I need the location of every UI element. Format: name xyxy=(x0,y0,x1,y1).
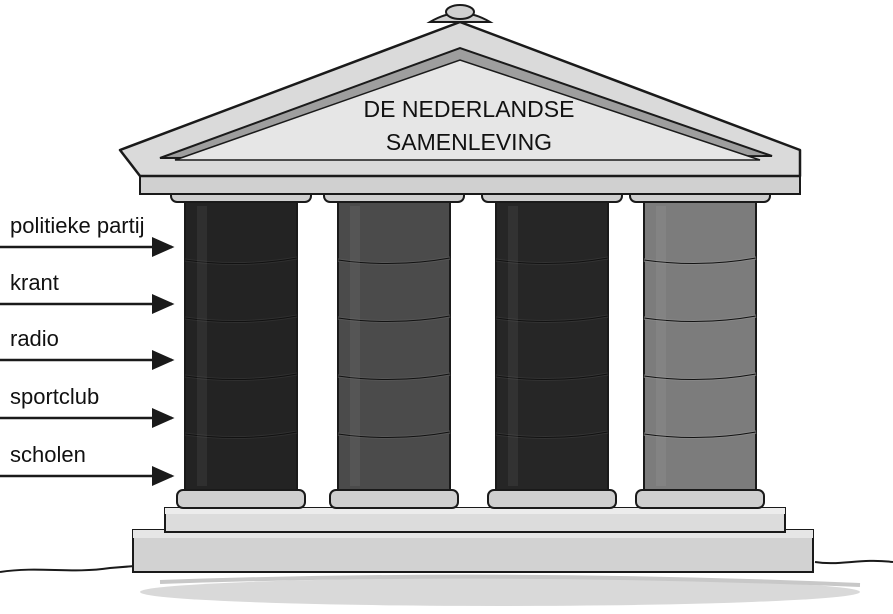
pediment-title-line-2: SAMENLEVING xyxy=(386,129,552,155)
pillar-3 xyxy=(481,183,623,509)
pillar-base xyxy=(176,489,306,509)
pillar-highlight xyxy=(656,206,666,486)
ground-shadow xyxy=(140,574,861,606)
label-text: sportclub xyxy=(10,384,99,409)
pillar-highlight xyxy=(197,206,207,486)
pillar-base xyxy=(329,489,459,509)
label-scholen: scholen xyxy=(0,442,175,486)
pillar-shaft xyxy=(495,201,609,495)
pillar-seam-line xyxy=(643,315,757,323)
pillar-seam-line xyxy=(495,315,609,323)
temple-base xyxy=(132,507,814,573)
pillar-seam-line xyxy=(184,431,298,439)
label-text: krant xyxy=(10,270,59,295)
label-text: radio xyxy=(10,326,59,351)
pillar-seam-line xyxy=(337,315,451,323)
pillar-seam-line xyxy=(643,373,757,381)
pillar-seam-line xyxy=(495,373,609,381)
pillar-seam-line xyxy=(337,257,451,265)
pillar-seam-line xyxy=(337,373,451,381)
pediment-title-line-1: DE NEDERLANDSE xyxy=(364,96,575,122)
pillar-1 xyxy=(170,183,312,509)
pillar-2 xyxy=(323,183,465,509)
pillar-seam-line xyxy=(184,315,298,323)
label-krant: krant xyxy=(0,270,175,314)
pillar-shaft xyxy=(337,201,451,495)
pillar-seam-line xyxy=(643,257,757,265)
pillar-base xyxy=(635,489,765,509)
pillar-highlight xyxy=(508,206,518,486)
pillar-shaft xyxy=(184,201,298,495)
label-politieke-partij: politieke partij xyxy=(0,213,175,257)
pillar-seam-line xyxy=(184,373,298,381)
ground-line xyxy=(0,559,893,573)
pillar-seam-line xyxy=(495,431,609,439)
pillar-highlight xyxy=(350,206,360,486)
label-radio: radio xyxy=(0,326,175,370)
pillars xyxy=(170,183,771,509)
pillar-seam-line xyxy=(495,257,609,265)
pillar-4 xyxy=(629,183,771,509)
pillar-seam-line xyxy=(643,431,757,439)
label-text: politieke partij xyxy=(10,213,145,238)
label-text: scholen xyxy=(10,442,86,467)
pillar-shaft xyxy=(643,201,757,495)
pediment xyxy=(118,4,802,195)
label-sportclub: sportclub xyxy=(0,384,175,428)
pillar-base xyxy=(487,489,617,509)
pillar-seam-line xyxy=(337,431,451,439)
pillar-seam-line xyxy=(184,257,298,265)
